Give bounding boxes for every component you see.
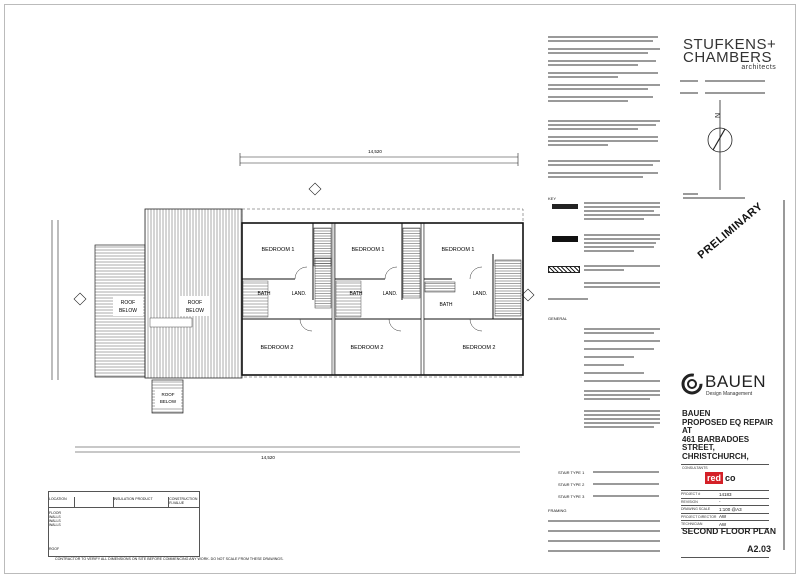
consultant-logo-red: red: [705, 472, 724, 484]
general-heading: GENERAL: [548, 316, 568, 321]
overall-width-bottom: 14,520: [261, 455, 275, 460]
architect-name: CHAMBERS: [683, 49, 773, 66]
architect-name: STUFKENS+: [683, 36, 777, 53]
consultant-logo-text: co: [725, 473, 736, 483]
table-row: ROOF: [49, 547, 60, 551]
title-rows: PROJECT # 14183 REVISION - DRAWING SCALE 1:…: [681, 490, 769, 529]
project-title-line: AT: [682, 426, 693, 435]
copyright-strip: [783, 200, 785, 550]
overall-width-top: 14,520: [368, 149, 382, 154]
title-row-label: PROJECT DIRECTOR: [681, 514, 717, 519]
roof-label: ROOF: [162, 392, 175, 397]
key-heading: KEY: [548, 196, 557, 201]
building-outline: [241, 222, 524, 376]
room-label-bedroom1: BEDROOM 1: [261, 247, 294, 253]
consultants-label: CONSULTANTS: [682, 466, 708, 470]
roof-label: BELOW: [160, 399, 177, 404]
title-row-label: REVISION: [681, 499, 698, 504]
floor-plan: 14,520 14,520 ROOF BELOW ROOF BELOW ROOF…: [51, 149, 535, 460]
insulation-table: LOCATION INSULATION PRODUCT CONSTRUCTION…: [48, 491, 200, 557]
bauen-logo-icon: [681, 373, 703, 395]
room-label-bath: BATH: [258, 291, 271, 297]
bottom-dimension-line: [75, 446, 520, 453]
table-header: [73, 497, 113, 507]
architect-logo: STUFKENS+ CHAMBERS architects: [683, 36, 777, 72]
table-header: CONSTRUCTION R-VALUE: [168, 497, 198, 507]
room-label-landing: LAND.: [292, 291, 307, 297]
roof-middle: [144, 208, 243, 379]
notes-column: KEY GENERAL STAIR TYPE 1 STAIR TYPE 2 ST…: [548, 30, 670, 560]
wall-key-swatch: [552, 204, 578, 209]
masonry-key-swatch: [548, 266, 580, 273]
architect-subtitle: architects: [741, 64, 777, 71]
room-label-bath: BATH: [440, 302, 453, 308]
revision: -: [719, 499, 721, 505]
room-label-landing: LAND.: [383, 291, 398, 297]
drawing-scale: 1:100 @A3: [719, 506, 742, 512]
title-row-label: TECHNICIAN: [681, 522, 703, 527]
project-title-line: PROPOSED EQ REPAIR: [682, 417, 773, 427]
table-header: LOCATION: [49, 497, 67, 501]
room-label-bedroom2: BEDROOM 2: [350, 345, 383, 351]
table-row: FLOOR: [49, 511, 62, 515]
roof-label: ROOF: [188, 300, 202, 306]
consultant-logo: red co: [705, 472, 736, 484]
room-label-bedroom1: BEDROOM 1: [441, 247, 474, 253]
wall-key-swatch: [552, 236, 578, 242]
project-number: 14183: [719, 491, 732, 497]
room-label-bedroom2: BEDROOM 2: [260, 345, 293, 351]
room-label-bedroom1: BEDROOM 1: [351, 247, 384, 253]
roof-label: BELOW: [119, 308, 137, 314]
roof-label: ROOF: [121, 300, 135, 306]
sheet-title: SECOND FLOOR PLAN: [682, 526, 776, 536]
project-title-line: STREET,: [682, 443, 715, 452]
client-subtitle: Design Management: [706, 391, 753, 397]
project-director: AW: [719, 514, 727, 520]
table-header: INSULATION PRODUCT: [112, 497, 169, 507]
room-label-bath: BATH: [350, 291, 363, 297]
roof-label: BELOW: [186, 308, 204, 314]
framing-heading: FRAMING: [548, 508, 567, 513]
table-row: WALLS: [49, 519, 61, 523]
client-name: BAUEN: [705, 372, 767, 391]
sheet-number: A2.03: [747, 544, 772, 554]
stair-type-label: STAIR TYPE 2: [558, 482, 585, 487]
project-title: BAUEN PROPOSED EQ REPAIR AT 461 BARBADOE…: [682, 409, 773, 461]
project-title-line: CHRISTCHURCH,: [682, 451, 749, 461]
sheet-border: [4, 4, 796, 574]
room-label-landing: LAND.: [473, 291, 488, 297]
project-title-line: BAUEN: [682, 409, 711, 418]
technician: AW: [719, 521, 727, 527]
top-dimension-line: [239, 153, 519, 166]
footer-note: CONTRACTOR TO VERIFY ALL DIMENSIONS ON S…: [55, 557, 284, 561]
north-label: N: [715, 112, 723, 119]
title-row-label: PROJECT #: [681, 492, 701, 497]
room-label-bedroom2: BEDROOM 2: [462, 345, 495, 351]
title-row-label: DRAWING SCALE: [681, 507, 711, 512]
table-row: WALLS: [49, 515, 61, 519]
stair-type-label: STAIR TYPE 3: [558, 494, 585, 499]
north-arrow-icon: [707, 100, 733, 190]
project-title-line: 461 BARBADOES: [682, 434, 750, 444]
stair-type-label: STAIR TYPE 1: [558, 470, 585, 475]
table-row: WALLS: [49, 523, 61, 527]
